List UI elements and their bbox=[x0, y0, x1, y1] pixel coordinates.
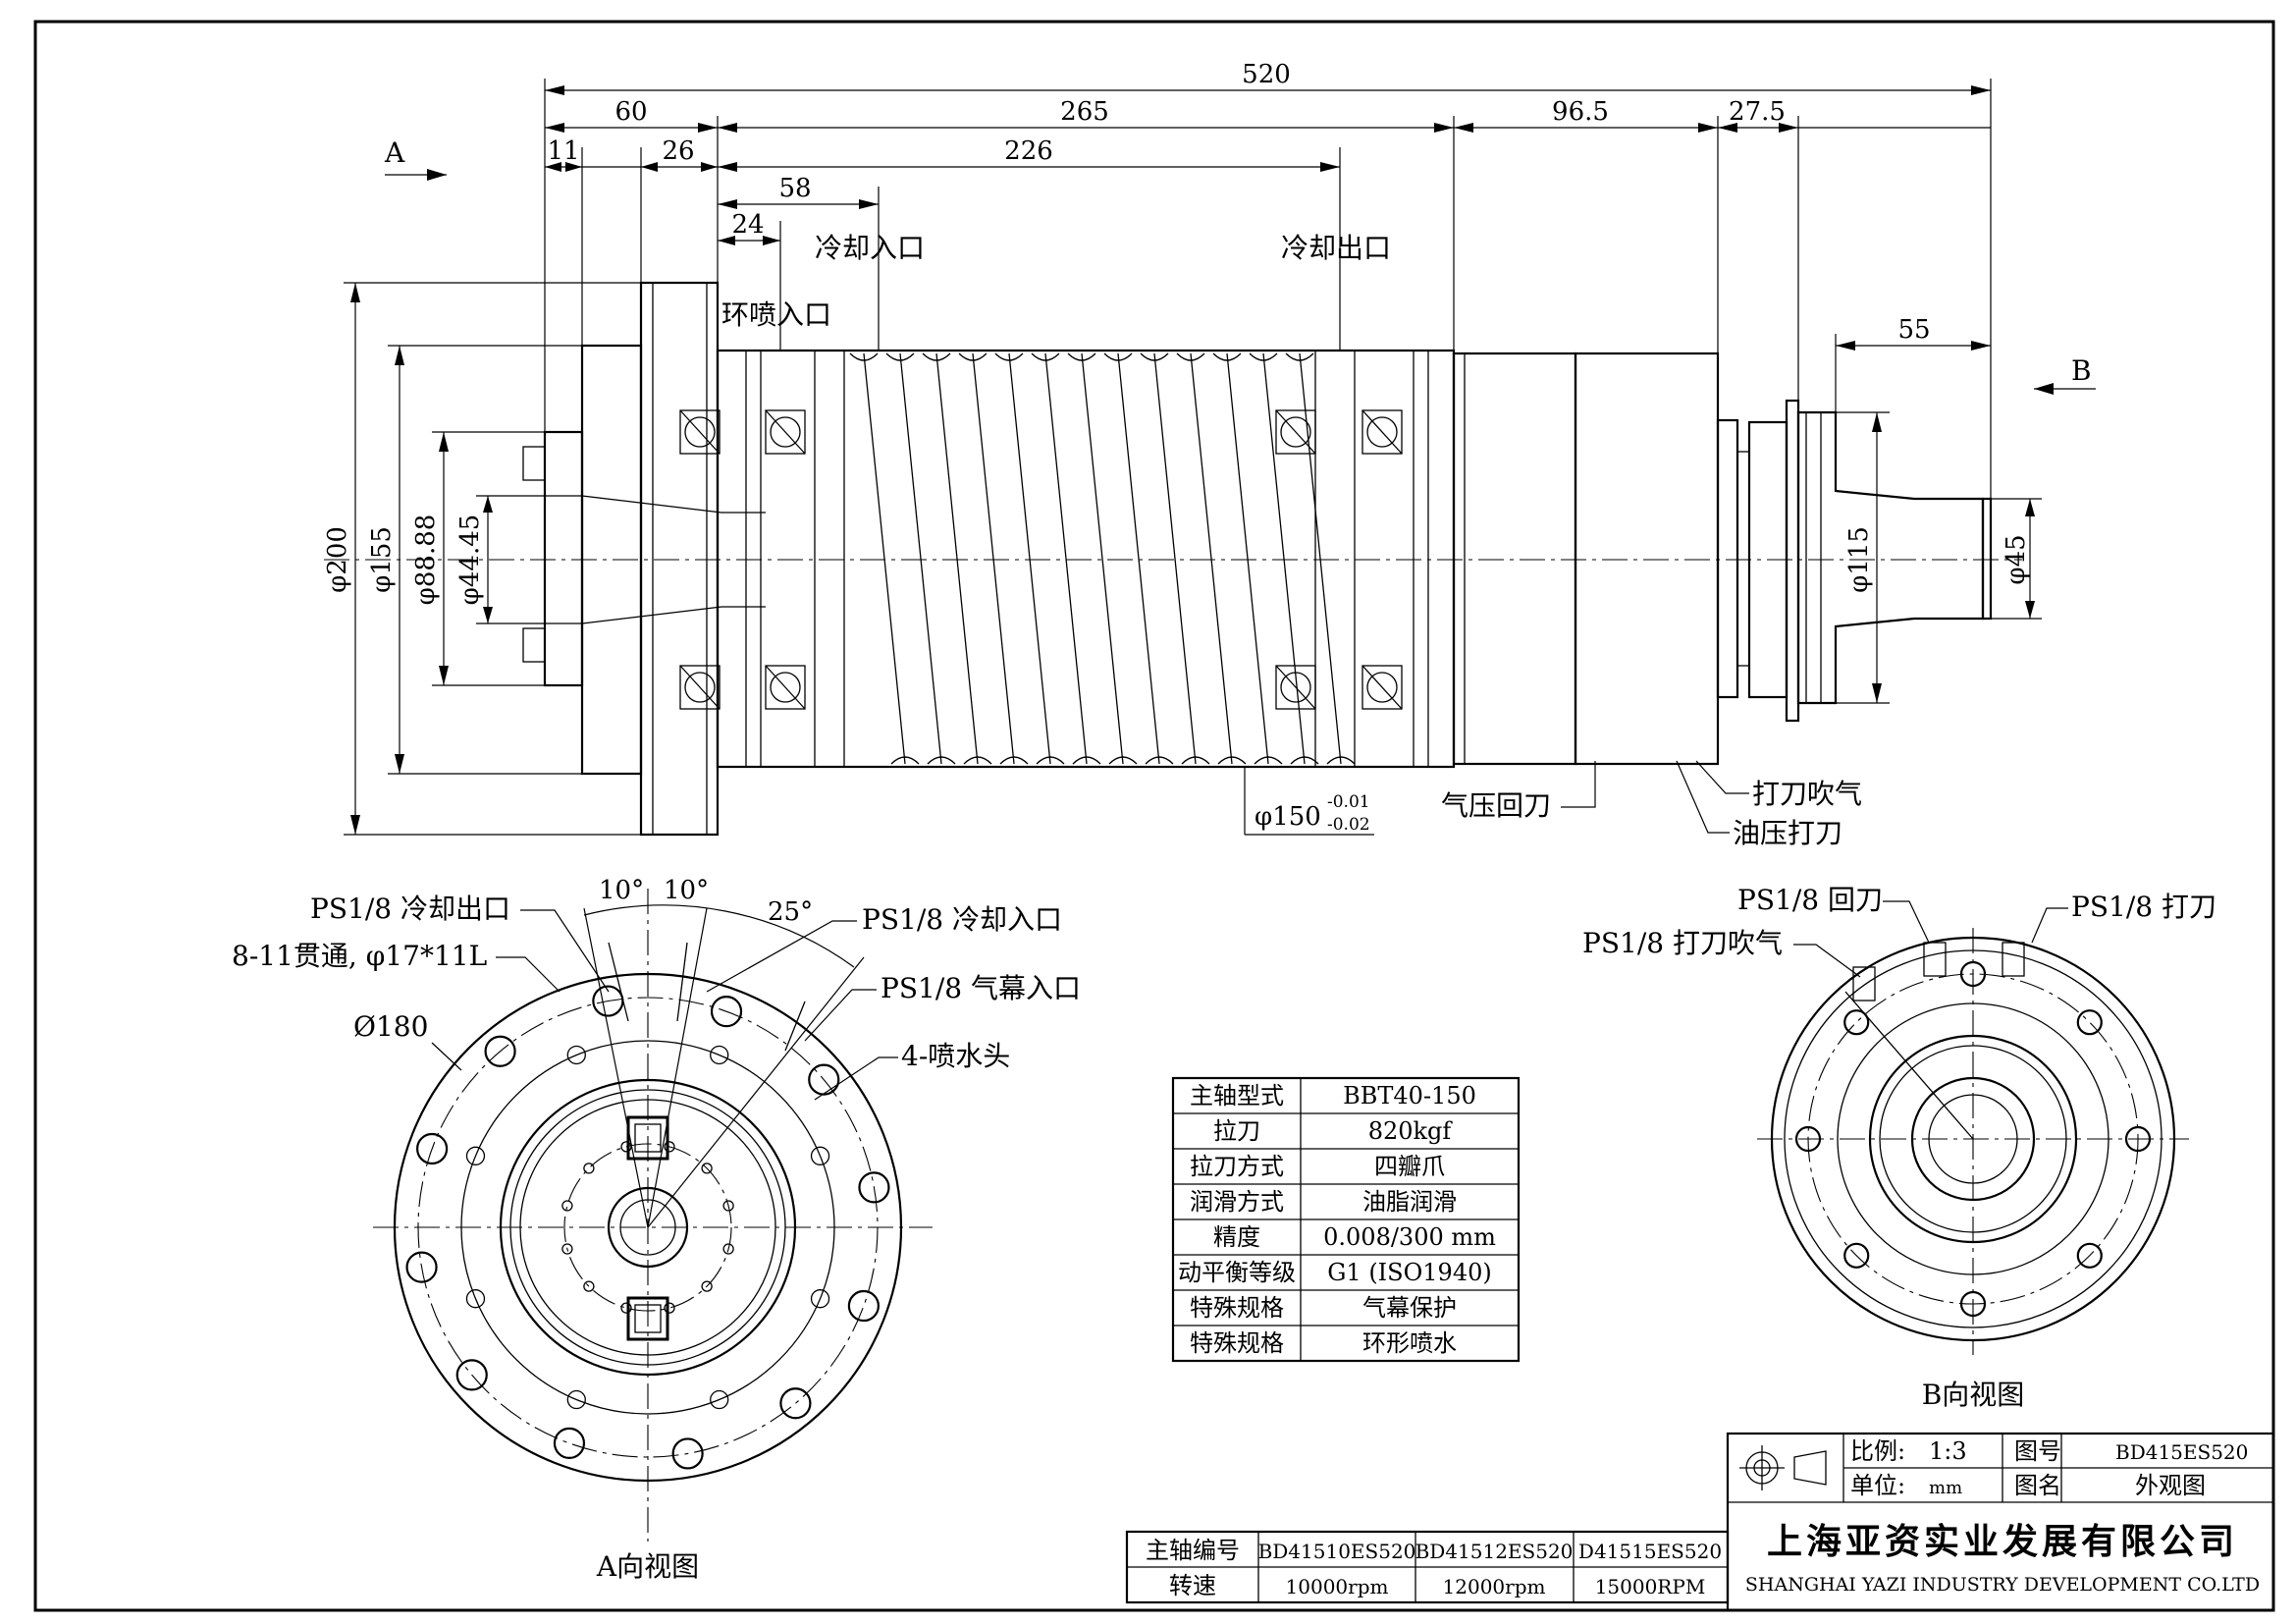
speed-2: 12000rpm bbox=[1443, 1575, 1546, 1598]
dim-96-5: 96.5 bbox=[1552, 97, 1609, 127]
label-ps-cool-in: PS1/8 冷却入口 bbox=[862, 903, 1062, 936]
dim-dia44: φ44.45 bbox=[455, 514, 485, 606]
angle-1: 10° bbox=[599, 876, 644, 905]
projection-symbol-icon bbox=[1739, 1445, 1827, 1490]
spec-value: BBT40-150 bbox=[1343, 1082, 1476, 1110]
scale-label: 比例: bbox=[1850, 1437, 1905, 1465]
scale-value: 1:3 bbox=[1929, 1437, 1967, 1465]
spiral-grooves bbox=[849, 352, 1356, 765]
label-ring-spray-in: 环喷入口 bbox=[721, 298, 831, 331]
label-ps-release: PS1/8 打刀 bbox=[2071, 891, 2216, 923]
label-coolant-out: 冷却出口 bbox=[1281, 232, 1391, 264]
view-a: 10° 10° 25° PS1/8 冷却出口 PS1/8 冷却入口 8-11贯通… bbox=[232, 876, 1081, 1583]
spec-value: 环形喷水 bbox=[1362, 1329, 1457, 1357]
dim-dia45: φ45 bbox=[2002, 534, 2031, 584]
drawing-name: 外观图 bbox=[2135, 1472, 2206, 1499]
label-ps-air-curtain: PS1/8 气幕入口 bbox=[881, 972, 1081, 1004]
label-spray-heads: 4-喷水头 bbox=[901, 1040, 1010, 1072]
dim-overall: 520 bbox=[1242, 60, 1291, 89]
dim-dia115: φ115 bbox=[1844, 526, 1874, 593]
spec-value: 0.008/300 mm bbox=[1323, 1223, 1496, 1251]
label-ps-return: PS1/8 回刀 bbox=[1737, 884, 1883, 916]
dim-dia200: φ200 bbox=[323, 526, 352, 593]
spec-key: 润滑方式 bbox=[1190, 1188, 1284, 1216]
spec-key: 拉刀 bbox=[1213, 1117, 1260, 1145]
label-air-return: 气压回刀 bbox=[1441, 789, 1551, 822]
dim-24: 24 bbox=[731, 210, 764, 240]
model-row2-label: 转速 bbox=[1169, 1572, 1216, 1599]
dim-11: 11 bbox=[547, 136, 579, 166]
label-through-holes: 8-11贯通, φ17*11L bbox=[232, 940, 487, 972]
tol-lower: -0.02 bbox=[1327, 815, 1370, 835]
angle-2: 10° bbox=[664, 876, 709, 905]
drawing-no-label: 图号 bbox=[2014, 1437, 2061, 1465]
view-b: PS1/8 回刀 PS1/8 打刀 PS1/8 打刀吹气 B向视图 bbox=[1582, 884, 2216, 1411]
spec-key: 精度 bbox=[1213, 1223, 1260, 1251]
dim-60: 60 bbox=[614, 97, 647, 127]
view-b-title: B向视图 bbox=[1922, 1379, 2025, 1411]
label-blow-air: 打刀吹气 bbox=[1752, 778, 1862, 810]
label-coolant-in: 冷却入口 bbox=[815, 232, 925, 264]
spec-key: 动平衡等级 bbox=[1178, 1259, 1296, 1286]
company-cn: 上海亚资实业发展有限公司 bbox=[1767, 1521, 2238, 1562]
spec-value: G1 (ISO1940) bbox=[1327, 1259, 1491, 1286]
speed-3: 15000RPM bbox=[1595, 1575, 1706, 1598]
spec-key: 特殊规格 bbox=[1190, 1329, 1284, 1357]
dim-55: 55 bbox=[1897, 315, 1930, 345]
dim-27-5: 27.5 bbox=[1729, 97, 1786, 127]
label-oil-release: 油压打刀 bbox=[1733, 817, 1842, 849]
model-1: BD41510ES520 bbox=[1258, 1540, 1416, 1563]
model-2: BD41512ES520 bbox=[1415, 1540, 1574, 1563]
spec-key: 拉刀方式 bbox=[1190, 1153, 1284, 1180]
drawing-no: BD415ES520 bbox=[2115, 1440, 2248, 1464]
spec-value: 820kgf bbox=[1368, 1117, 1454, 1145]
spec-key: 主轴型式 bbox=[1190, 1082, 1284, 1110]
drawing-name-label: 图名 bbox=[2014, 1472, 2061, 1499]
model-table: 主轴编号 转速 BD41510ES520 BD41512ES520 D41515… bbox=[1125, 1530, 1730, 1604]
spec-value: 油脂润滑 bbox=[1362, 1188, 1457, 1216]
dim-26: 26 bbox=[662, 136, 694, 166]
model-row1-label: 主轴编号 bbox=[1146, 1537, 1240, 1564]
label-ps-blow: PS1/8 打刀吹气 bbox=[1582, 927, 1783, 959]
label-ps-cool-out: PS1/8 冷却出口 bbox=[310, 893, 510, 925]
spec-key: 特殊规格 bbox=[1190, 1294, 1284, 1322]
dim-226: 226 bbox=[1004, 136, 1053, 166]
company-en: SHANGHAI YAZI INDUSTRY DEVELOPMENT CO.LT… bbox=[1745, 1574, 2260, 1596]
tol-upper: -0.01 bbox=[1327, 792, 1370, 812]
dim-dia88: φ88.88 bbox=[411, 514, 441, 606]
dim-58: 58 bbox=[778, 174, 811, 203]
side-view: 520 60 265 96.5 27.5 11 26 226 58 bbox=[323, 60, 2096, 849]
title-block: 比例: 1:3 图号 BD415ES520 单位: mm 图名 外观图 上海亚资… bbox=[1726, 1432, 2275, 1612]
label-dia180: Ø180 bbox=[353, 1010, 428, 1043]
dim-265: 265 bbox=[1060, 97, 1109, 127]
model-3: D41515ES520 bbox=[1578, 1540, 1722, 1563]
dim-dia155: φ155 bbox=[367, 526, 397, 593]
view-a-mark: A bbox=[384, 136, 405, 169]
speed-1: 10000rpm bbox=[1286, 1575, 1389, 1598]
drawing-border bbox=[33, 20, 2275, 1612]
unit-label: 单位: bbox=[1850, 1472, 1905, 1499]
dim-dia150: φ150 bbox=[1255, 802, 1321, 832]
view-a-title: A向视图 bbox=[596, 1550, 699, 1583]
angle-3: 25° bbox=[768, 897, 813, 927]
spec-value: 气幕保护 bbox=[1362, 1294, 1457, 1322]
spec-value: 四瓣爪 bbox=[1374, 1153, 1445, 1180]
unit-value: mm bbox=[1929, 1478, 1962, 1498]
view-b-mark: B bbox=[2071, 354, 2092, 387]
